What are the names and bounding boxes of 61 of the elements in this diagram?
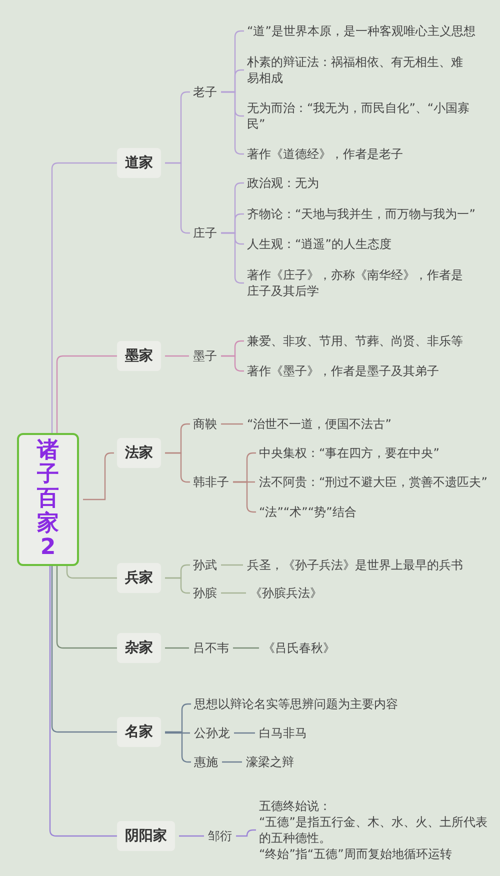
connector-line — [51, 162, 117, 433]
connector-line — [233, 647, 259, 649]
topic-box: 兵家 — [117, 563, 161, 593]
leaf-text: 著作《庄子》，亦称《南华经》，作者是庄子及其后学 — [247, 267, 472, 299]
connector-line — [222, 761, 242, 763]
note-text: “五德”是指五行金、木、水、火、土所代表的五种德性。 — [259, 814, 488, 846]
leaf-text: 兼爱、非攻、节用、节葬、尚贤、非乐等 — [247, 333, 463, 349]
subtopic-label: 孙武 — [193, 557, 217, 573]
root-topic-box: 诸子百家2 — [17, 433, 79, 566]
leaf-text: 濠梁之辩 — [246, 754, 294, 770]
subtopic-label: 庄子 — [193, 225, 217, 241]
subtopic-label: 老子 — [193, 84, 217, 100]
subtopic-label: 孙膑 — [193, 585, 217, 601]
topic-box: 阴阳家 — [117, 821, 175, 851]
connector-line — [56, 355, 117, 433]
leaf-text: 著作《道德经》，作者是老子 — [247, 146, 403, 162]
topic-box: 杂家 — [117, 633, 161, 663]
subtopic-label: 吕不韦 — [193, 640, 229, 656]
leaf-text: 思想以辩论名实等思辨问题为主要内容 — [194, 696, 398, 712]
leaf-text: “治世不一道，便国不法古” — [247, 416, 392, 432]
connector-line — [234, 732, 255, 734]
topic-box: 道家 — [117, 148, 161, 178]
subtopic-label: 邹衍 — [208, 828, 232, 844]
subtopic-label: 韩非子 — [193, 474, 229, 490]
connector-line — [66, 566, 117, 579]
connector-line — [165, 732, 190, 734]
subtopic-label: 惠施 — [194, 754, 218, 770]
leaf-text: 政治观：无为 — [247, 175, 319, 191]
connector-line — [179, 835, 204, 837]
leaf-text: 著作《墨子》，作者是墨子及其弟子 — [247, 363, 439, 379]
connector-line — [49, 566, 117, 837]
connector-line — [56, 566, 117, 649]
leaf-text: 法不阿贵：“刑过不避大臣，赏善不遗匹夫” — [259, 474, 488, 490]
subtopic-label: 商鞅 — [193, 416, 217, 432]
leaf-text: “法”“术”“势”结合 — [259, 504, 356, 520]
leaf-text: 中央集权：“事在四方，要在中央” — [259, 445, 440, 461]
leaf-text: 朴素的辩证法：祸福相依、有无相生、难易相成 — [247, 54, 472, 86]
leaf-text: 《孙膑兵法》 — [250, 585, 322, 601]
leaf-text: 白马非马 — [259, 725, 307, 741]
connector-line — [221, 564, 243, 566]
leaf-text: “道”是世界本原，是一种客观唯心主义思想 — [247, 23, 492, 39]
topic-box: 墨家 — [117, 341, 161, 371]
connector-line — [221, 423, 243, 425]
note-text: 五德终始说： — [259, 798, 332, 814]
note-text: “终始”指“五德”周而复始地循环运转 — [259, 846, 453, 862]
connector-line — [236, 829, 256, 837]
leaf-text: 《吕氏春秋》 — [263, 640, 335, 656]
leaf-text: 人生观：“逍遥”的人生态度 — [247, 236, 392, 252]
topic-box: 名家 — [117, 717, 161, 747]
connector-line — [165, 647, 189, 649]
subtopic-label: 墨子 — [193, 348, 217, 364]
leaf-text: 齐物论：“天地与我并生，而万物与我为一” — [247, 206, 476, 222]
connector-line — [221, 592, 246, 594]
topic-box: 法家 — [117, 438, 161, 468]
connector-line — [165, 355, 189, 357]
connector-line — [51, 566, 117, 733]
leaf-text: 兵圣，《孙子兵法》是世界上最早的兵书 — [247, 557, 463, 573]
leaf-text: 无为而治：“我无为，而民自化”、“小国寡民” — [247, 100, 472, 132]
subtopic-label: 公孙龙 — [194, 725, 230, 741]
connector-line — [221, 355, 244, 372]
connector-line — [165, 577, 190, 594]
